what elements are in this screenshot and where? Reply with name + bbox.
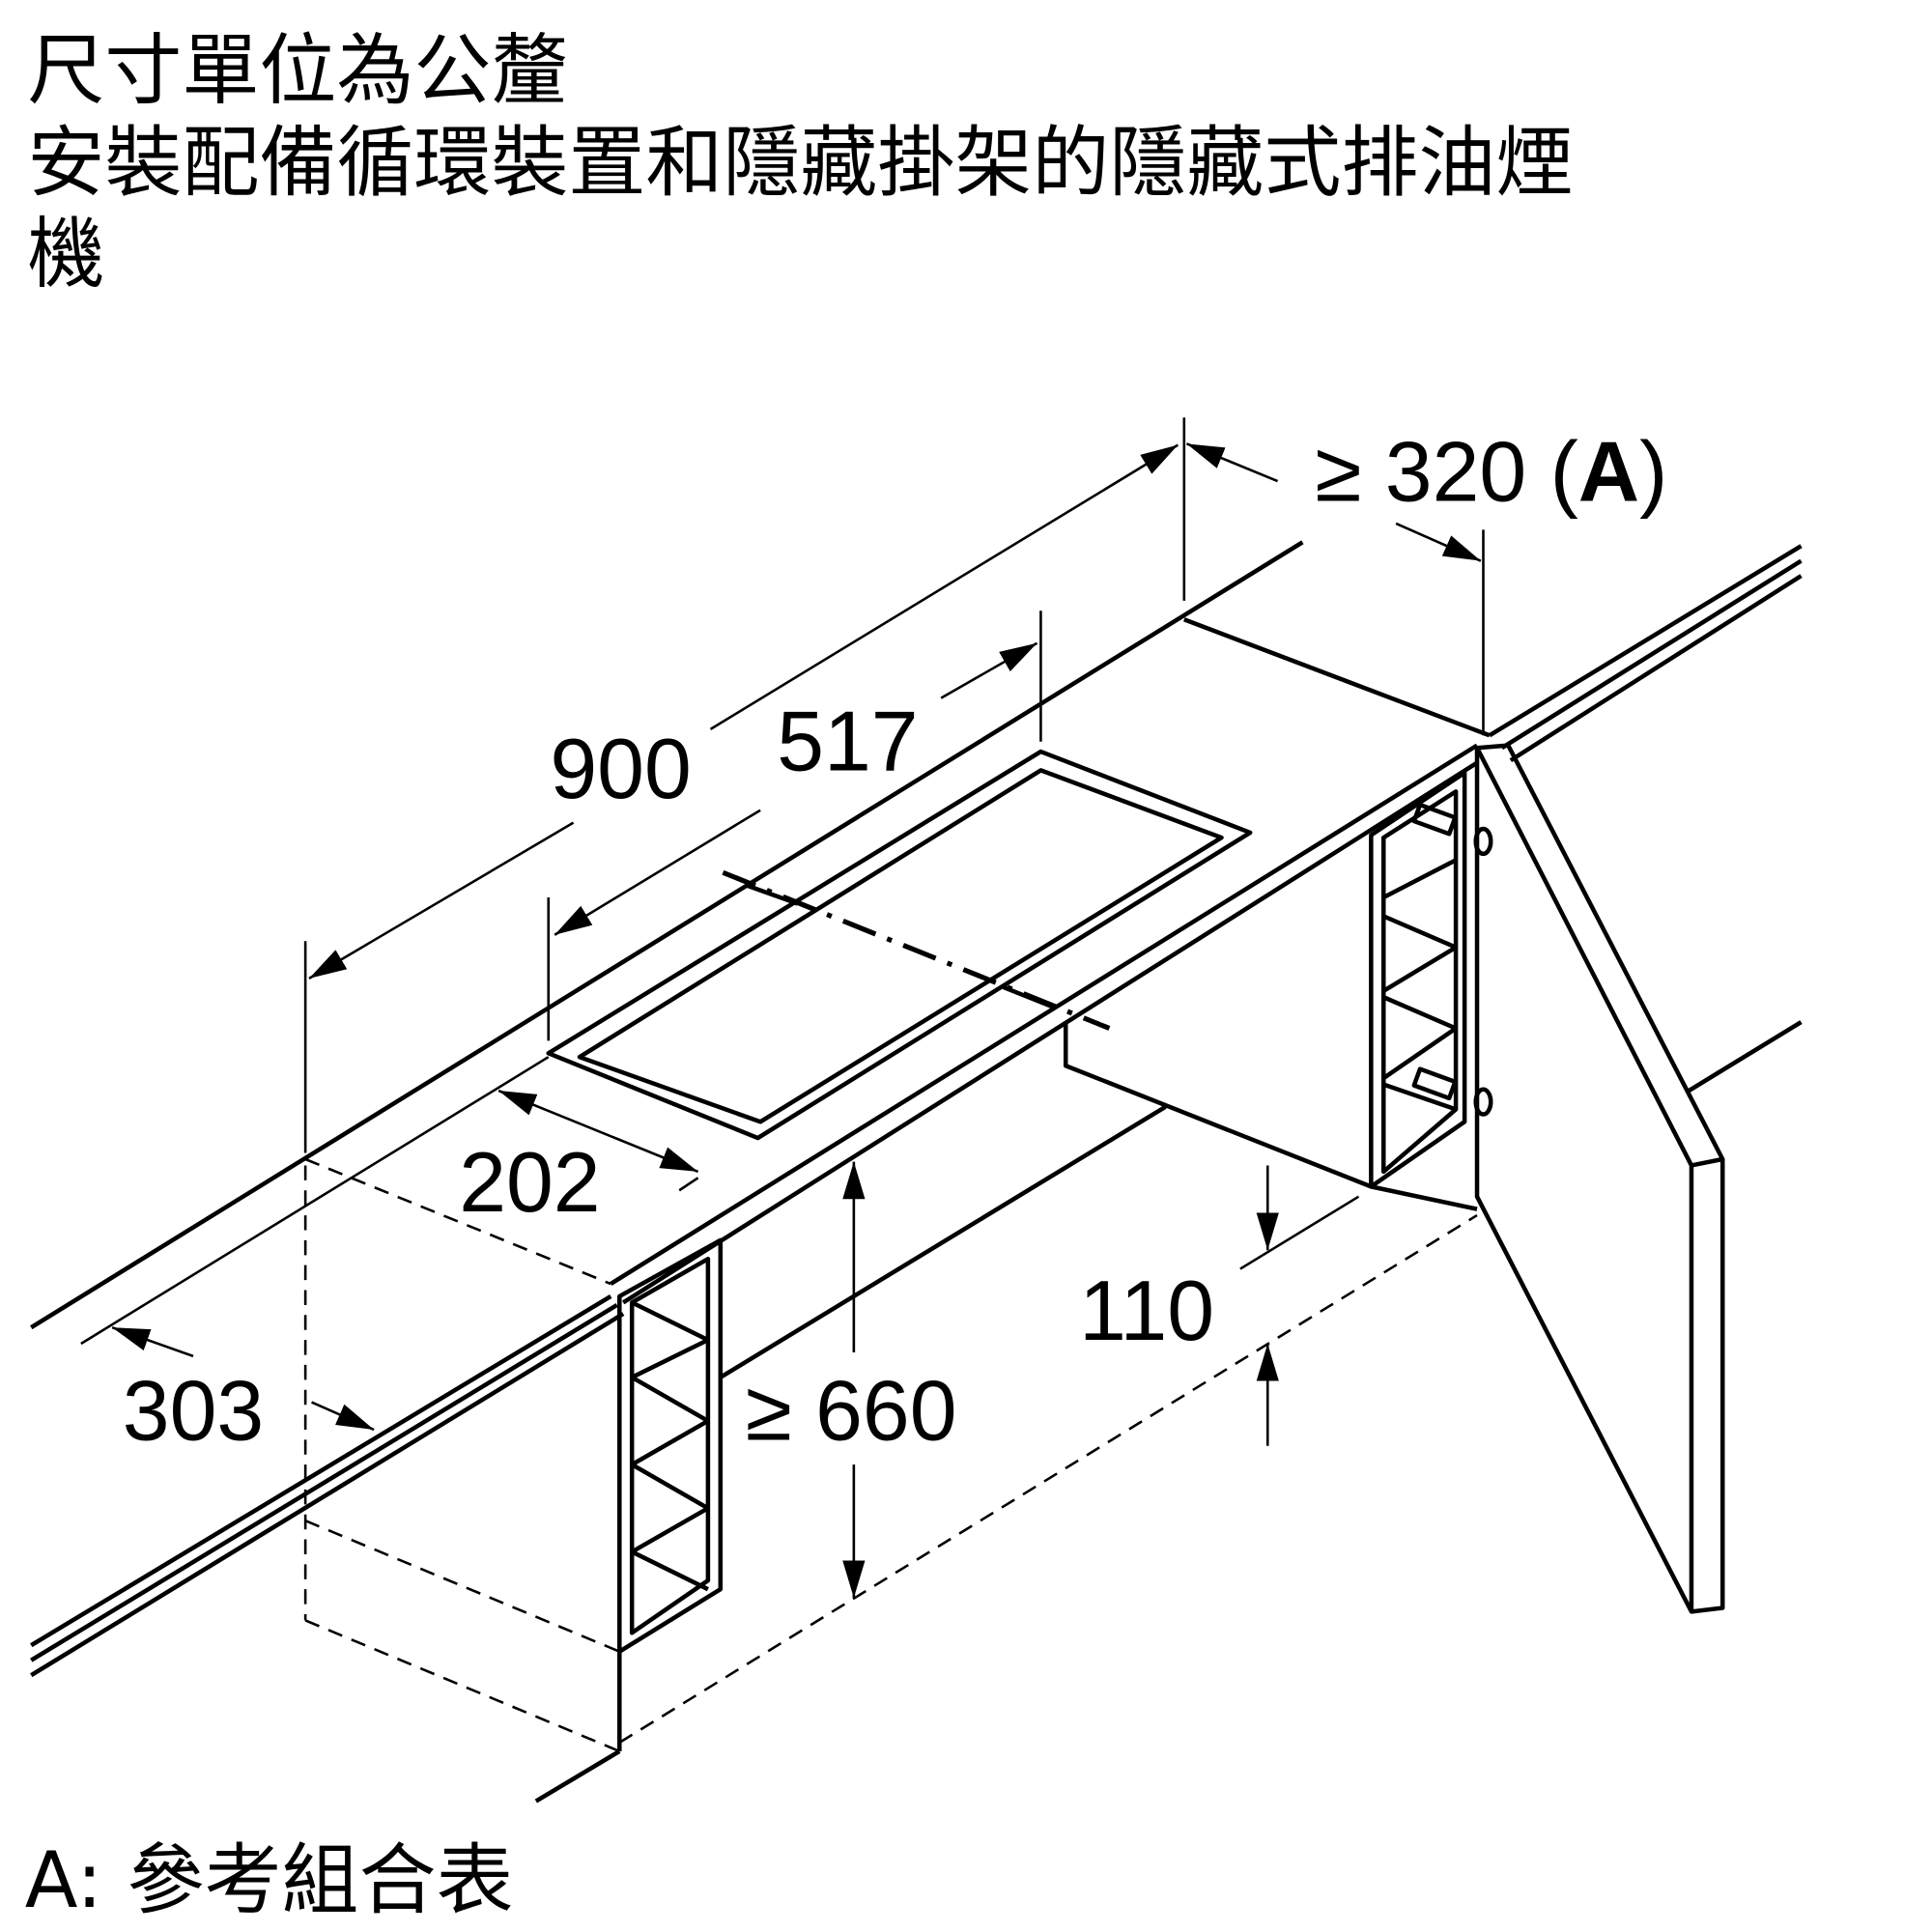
door-panel: [1474, 743, 1725, 1614]
dim-offset-303: 303: [123, 1363, 264, 1458]
dim-depth-320: ≥ 320 (A): [1315, 425, 1667, 520]
dim-depth-close: ): [1639, 425, 1667, 520]
dim-depth-value: ≥ 320 (: [1315, 425, 1578, 520]
dimension-lines: [111, 417, 1485, 1599]
dim-height-660: ≥ 660: [746, 1363, 957, 1458]
title-units: 尺寸單位為公釐: [27, 26, 568, 116]
centerline-tick: [744, 883, 799, 906]
dim-depth-ref: A: [1578, 425, 1639, 520]
centerline-tick: [1002, 984, 1055, 1009]
legend: A: 參考組合表: [25, 1835, 514, 1925]
left-bracket: [617, 1237, 724, 1654]
dim-cutout-517: 517: [777, 694, 918, 788]
hood-body: [534, 617, 1491, 1804]
dim-bracket-110: 110: [1079, 1264, 1214, 1358]
dim-cutout-202: 202: [459, 1135, 600, 1230]
dim-width-900: 900: [550, 722, 691, 816]
hidden-edges: [303, 1157, 1478, 1753]
title-product: 安裝配備循環裝置和隱藏掛架的隱藏式排油煙: [27, 118, 1573, 208]
right-bracket: [1369, 770, 1493, 1189]
countertop: [30, 540, 1803, 1678]
title-product-cont: 機: [27, 209, 104, 298]
